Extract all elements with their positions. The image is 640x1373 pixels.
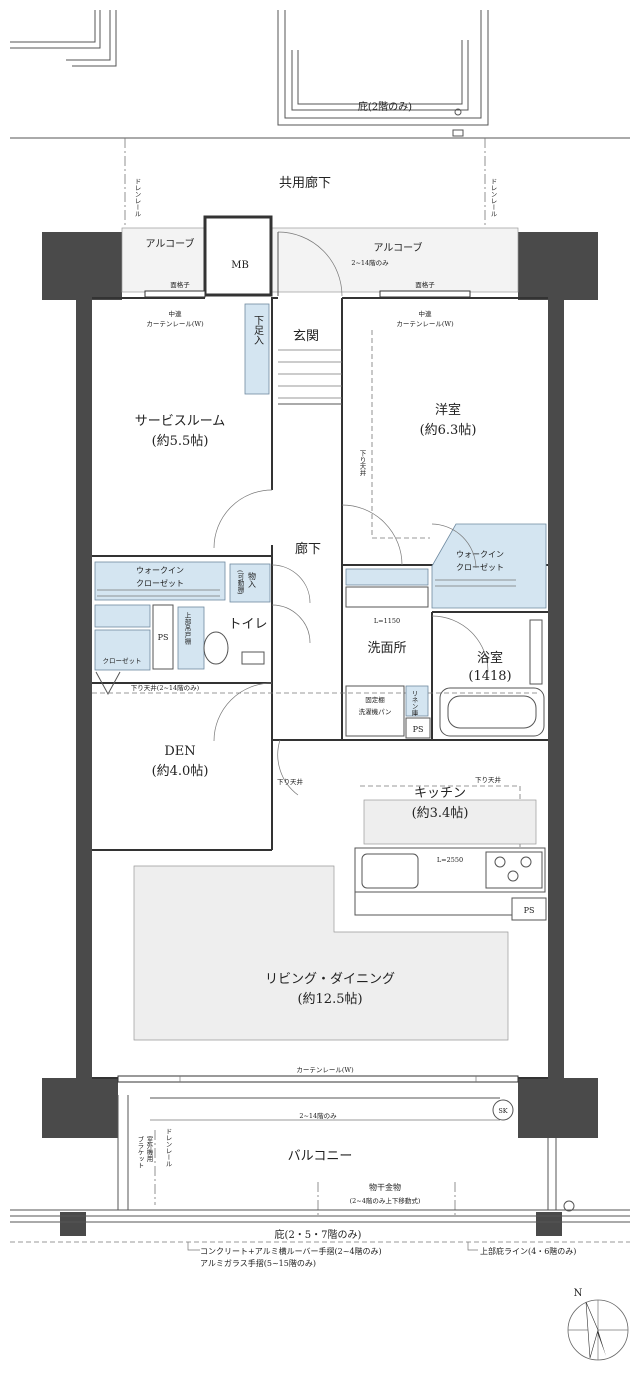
service-room-label: サービスルーム xyxy=(135,414,226,429)
western-room-size: (約6.3帖) xyxy=(420,423,477,438)
alcove-floors-note: 2~14階のみ xyxy=(351,258,389,267)
wic-western-label-2: クローゼット xyxy=(456,562,504,572)
alcove-left-label: アルコーブ xyxy=(145,237,194,250)
gas-stove xyxy=(485,851,543,889)
ps-washroom-label: PS xyxy=(413,725,424,734)
curtain-rail-left-1: 中連 xyxy=(169,309,183,318)
top-neighbor-area xyxy=(10,10,630,139)
bathroom-size: (1418) xyxy=(468,669,511,684)
sk-sink xyxy=(492,1099,514,1121)
kitchen-size: (約3.4帖) xyxy=(412,806,469,821)
wic-service-label-1: ウォークイン xyxy=(136,566,184,575)
wic-service-label-2: クローゼット xyxy=(136,578,184,588)
washroom-counter xyxy=(345,568,429,586)
lowered-ceiling-2-14-label: 下り天井(2~14階のみ) xyxy=(131,683,200,692)
lattice-left-label: 面格子 xyxy=(170,280,190,289)
ps-washroom xyxy=(405,717,431,739)
western-lowered-ceiling xyxy=(371,330,430,539)
structural-walls xyxy=(42,232,598,1236)
walk-in-closet-service xyxy=(94,561,226,601)
lattice-window-left xyxy=(144,290,206,298)
north-label: N xyxy=(574,1288,583,1299)
upper-shelf-label: 上部吊戸棚 xyxy=(183,611,191,646)
drain-rail-left-label: ドレンレール xyxy=(133,178,141,217)
western-lowered-ceiling-label: 下り天井 xyxy=(358,450,366,478)
toilet-label: トイレ xyxy=(228,617,267,632)
wic-western-label-1: ウォークイン xyxy=(456,550,504,559)
mb-label: MB xyxy=(231,260,249,271)
toilet-bowl xyxy=(203,631,229,665)
washing-pan-label-2: 洗濯機パン xyxy=(359,707,392,716)
western-room-label: 洋室 xyxy=(435,402,461,418)
railing-note-1: コンクリート+アルミ横ルーバー手摺(2~4階のみ) xyxy=(200,1246,382,1256)
ps-service xyxy=(152,604,174,670)
western-room-door xyxy=(341,504,403,566)
linen-closet xyxy=(405,685,429,717)
entrance-label: 玄関 xyxy=(293,329,319,344)
clothes-hanger-label: 物干金物 xyxy=(369,1182,401,1192)
washing-machine-pan xyxy=(345,685,405,737)
den-size: (約4.0帖) xyxy=(152,764,209,779)
kitchen-counter-island xyxy=(363,799,537,845)
den-door xyxy=(213,682,273,742)
hisashi-2f-label: 庇(2階のみ) xyxy=(358,100,412,113)
bathroom-label: 浴室 xyxy=(477,650,503,666)
alcove-right-label: アルコーブ xyxy=(373,241,422,254)
upper-shelf xyxy=(177,606,205,670)
bathtub xyxy=(439,687,545,737)
service-room-door xyxy=(213,489,273,549)
ps-kitchen-label: PS xyxy=(524,906,535,915)
upper-hisashi-note: 上部庇ライン(4・6階のみ) xyxy=(480,1246,576,1256)
living-dining-floor xyxy=(133,865,509,1041)
mb-room xyxy=(203,215,273,297)
living-dining-label: リビング・ダイニング xyxy=(265,972,395,987)
kitchen-label: キッチン xyxy=(414,786,466,801)
clothes-hanger-note: (2~4階のみ上下移動式) xyxy=(350,1196,421,1205)
storage xyxy=(229,563,271,603)
common-corridor-label: 共用廊下 xyxy=(279,175,331,191)
shoe-box xyxy=(244,303,270,395)
north-compass xyxy=(567,1299,629,1361)
den-label: DEN xyxy=(164,744,195,759)
kitchen-counter xyxy=(354,847,546,893)
sash-window xyxy=(117,1075,519,1083)
hallway-label: 廊下 xyxy=(295,541,321,557)
ps-kitchen xyxy=(511,897,547,921)
lowered-ceiling-den-label: 下り天井 xyxy=(277,777,304,786)
balcony-label: バルコニー xyxy=(288,1149,353,1164)
lowered-ceiling-kitchen-label: 下り天井 xyxy=(475,775,502,784)
curtain-rail-right-2: カーテンレール(W) xyxy=(396,320,454,328)
closet-label: クローゼット xyxy=(103,656,142,665)
washroom-label: 洗面所 xyxy=(367,641,406,656)
lattice-right-label: 面格子 xyxy=(415,280,435,289)
service-room-size: (約5.5帖) xyxy=(152,434,209,449)
storage-label: 物入 xyxy=(248,571,257,588)
closet xyxy=(94,629,151,671)
living-dining-size: (約12.5帖) xyxy=(297,992,362,1007)
shoe-box-label: 下足入 xyxy=(252,315,264,345)
drain-rail-balcony-label: ドレンレール xyxy=(164,1128,172,1167)
washing-pan-label-1: 固定棚 xyxy=(365,695,385,704)
curtain-rail-left-2: カーテンレール(W) xyxy=(146,320,204,328)
walk-in-closet-western xyxy=(431,523,547,609)
hisashi-257-label: 庇(2・5・7階のみ) xyxy=(275,1228,362,1241)
lattice-window-right xyxy=(379,290,471,298)
movable-shelf-label: (可動棚) xyxy=(236,570,244,595)
kitchen-sink xyxy=(361,853,419,889)
alcove-floor xyxy=(121,227,519,293)
drain-rail-right-label: ドレンレール xyxy=(489,178,497,217)
kitchen-counter-label: L=2550 xyxy=(437,856,463,864)
curtain-rail-right-1: 中連 xyxy=(419,309,433,318)
railing-note-2: アルミガラス手摺(5~15階のみ) xyxy=(200,1258,316,1268)
linen-label: リネン庫 xyxy=(410,690,418,717)
balcony-floors-note: 2~14階のみ xyxy=(299,1111,337,1120)
outdoor-unit-label-2: ブラケット xyxy=(136,1135,144,1169)
curtain-rail-label: カーテンレール(W) xyxy=(296,1066,354,1074)
washroom-counter-label: L=1150 xyxy=(374,617,400,625)
outdoor-unit-label-1: 室外機用 xyxy=(145,1135,153,1164)
sk-label: SK xyxy=(498,1107,507,1115)
entrance-door-swing xyxy=(277,231,343,297)
ps-service-label: PS xyxy=(158,633,169,642)
